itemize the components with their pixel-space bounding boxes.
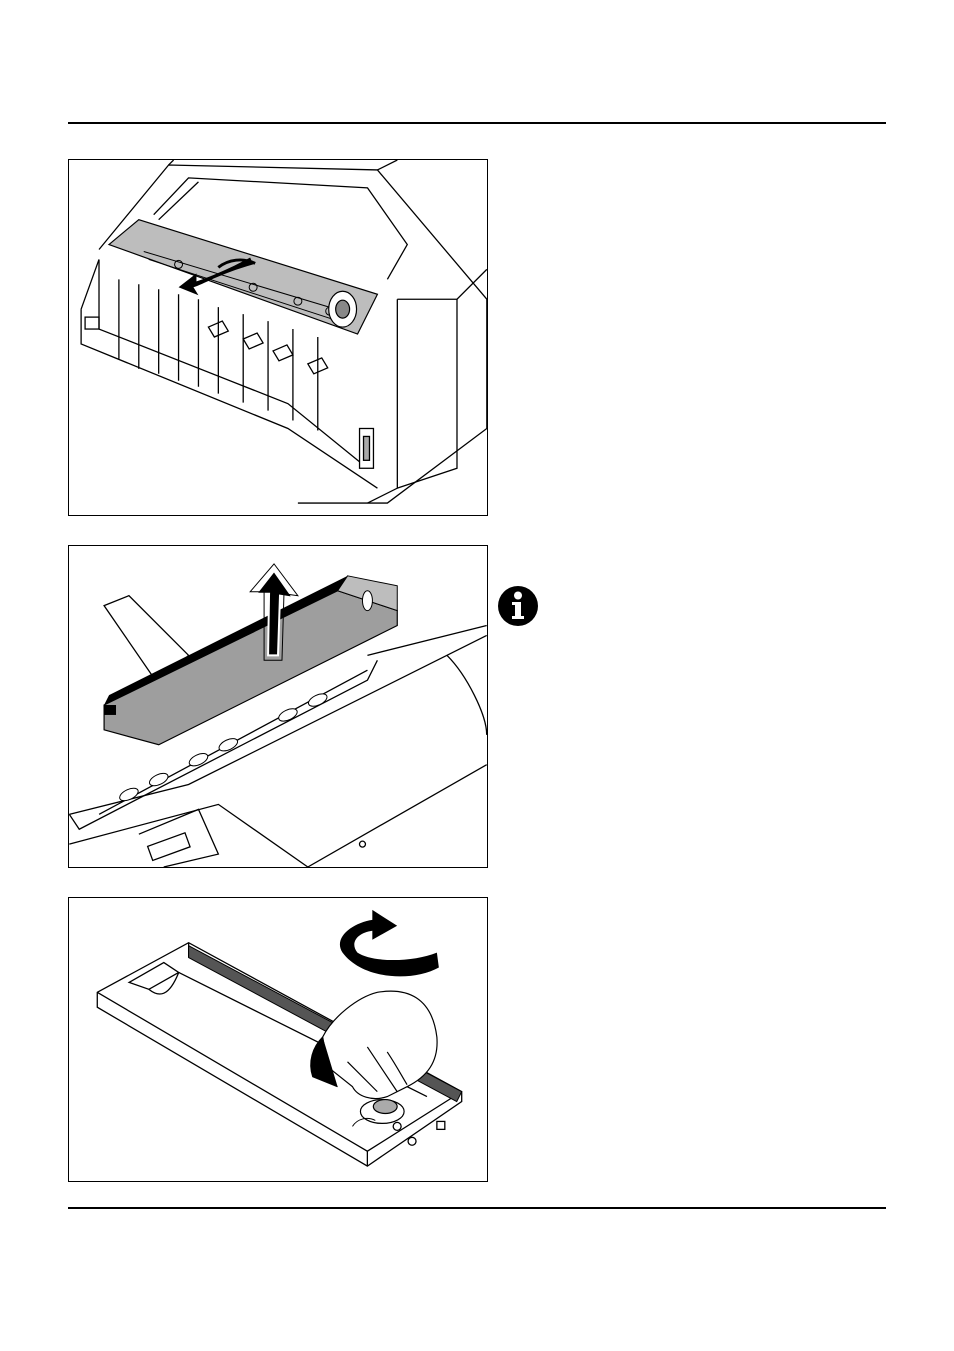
header-rule — [68, 122, 886, 124]
footer-rule — [68, 1207, 886, 1209]
cassette-knob-illustration — [69, 898, 487, 1181]
figure-printer-open-cover — [68, 159, 488, 516]
figure-tension-ribbon — [68, 897, 488, 1182]
cassette-lift-illustration — [69, 546, 487, 867]
info-icon — [497, 585, 539, 627]
figure-remove-cassette — [68, 545, 488, 868]
printer-illustration — [69, 160, 487, 515]
